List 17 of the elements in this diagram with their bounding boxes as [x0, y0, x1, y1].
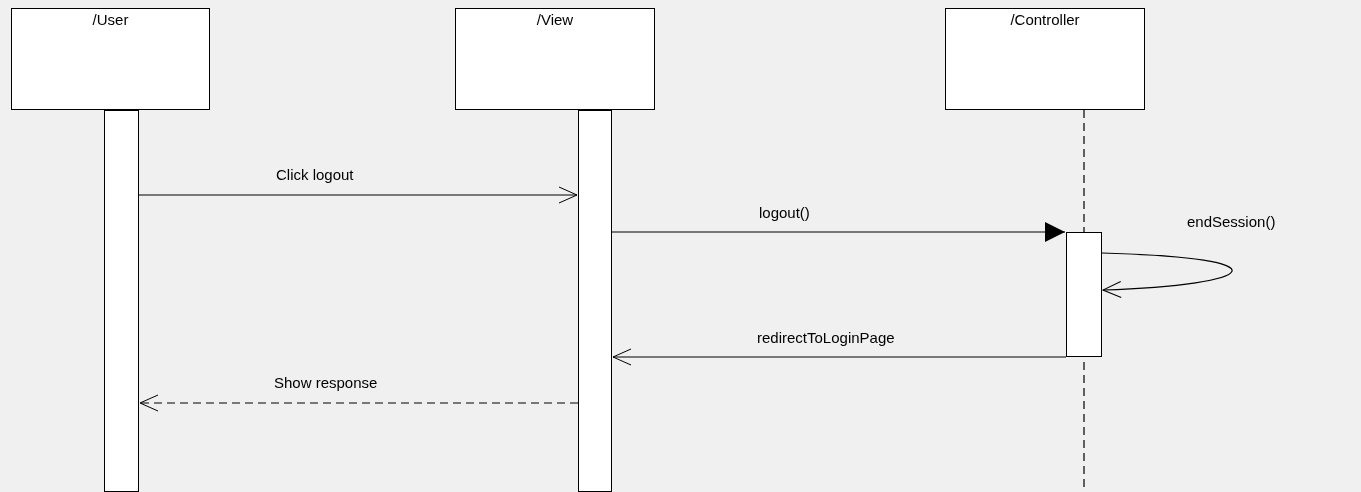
message-label: Show response — [272, 374, 380, 391]
lifeline-header-box: /View — [455, 8, 655, 110]
message-arrow — [139, 394, 579, 412]
lifeline-header-box: /User — [11, 8, 210, 110]
message-label: redirectToLoginPage — [755, 329, 897, 346]
message-label: logout() — [757, 204, 812, 221]
activation-bar — [578, 110, 612, 492]
message-arrow — [612, 348, 1067, 366]
activation-bar — [104, 110, 139, 492]
message-arrow — [138, 186, 578, 204]
message-label: endSession() — [1185, 213, 1278, 230]
lifeline — [1083, 109, 1085, 233]
activation-bar — [1066, 232, 1102, 357]
lifeline-header-box: /Controller — [945, 8, 1145, 110]
message-label: Click logout — [274, 166, 356, 183]
message-arrow — [1101, 252, 1233, 298]
message-arrow — [611, 222, 1066, 242]
